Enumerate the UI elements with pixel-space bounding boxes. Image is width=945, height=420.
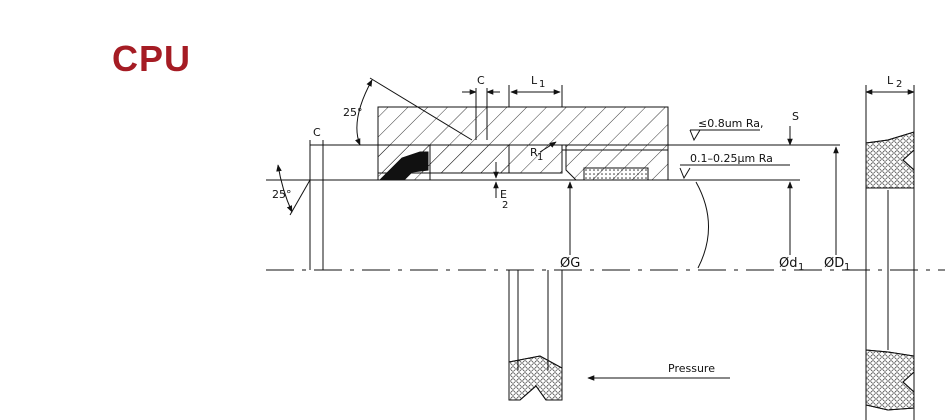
label-l1: L [531,74,538,87]
label-roughness-top: ≤0.8um Ra, [698,117,764,130]
label-e2: E [500,188,507,201]
label-dia-D1-sub: 1 [844,262,850,273]
label-chamfer-left: C [313,126,321,139]
label-dia-g: ØG [560,256,580,271]
right-seal-bottom [865,349,915,411]
label-angle-left: 25° [272,188,292,201]
lower-seal [508,355,563,401]
label-roughness-bottom: 0.1–0.25µm Ra [690,152,773,165]
label-r1: R [530,146,538,159]
label-dia-d1: Ød [779,256,797,271]
label-l1-sub: 1 [539,79,545,90]
label-e2-sub: 2 [502,200,508,211]
guide-ring [583,167,649,181]
label-chamfer-top: C [477,74,485,87]
label-l2: L [887,74,894,87]
label-dia-D1: ØD [824,256,844,271]
label-l2-sub: 2 [896,79,902,90]
label-pressure: Pressure [668,362,715,375]
label-angle-top: 25° [343,106,363,119]
label-r1-sub: 1 [537,152,543,163]
page-title: CPU [112,38,192,79]
label-dia-d1-sub: 1 [798,262,804,273]
seal-profile [378,151,429,181]
label-gap-s: S [792,110,799,123]
right-seal-top [865,131,915,189]
